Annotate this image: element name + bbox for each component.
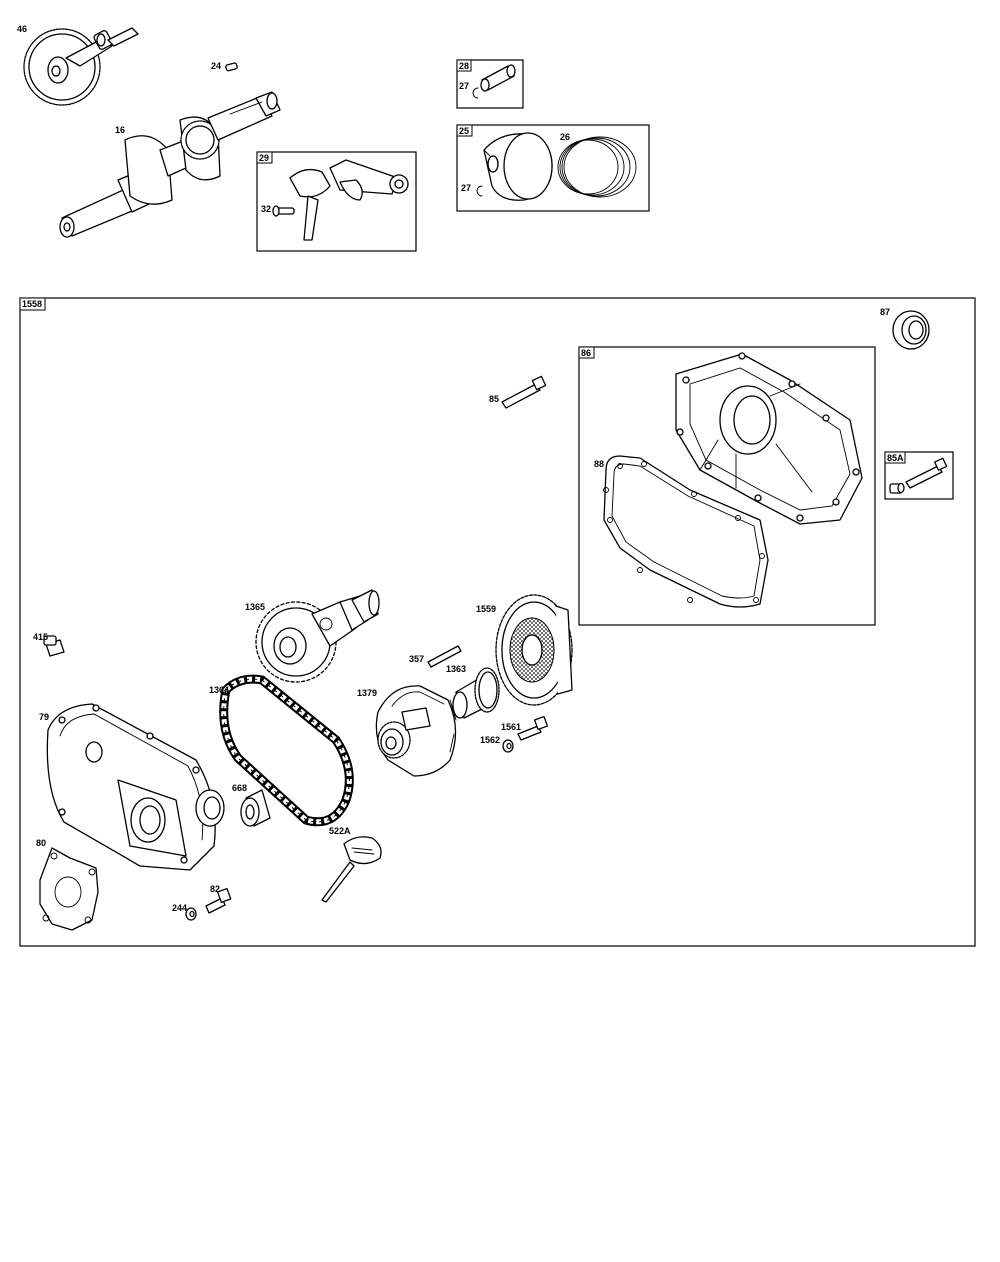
part-86-housing-cover[interactable] (675, 352, 863, 525)
callout-1561: 1561 (501, 722, 521, 732)
callout-87: 87 (880, 307, 890, 317)
part-1365-sprocket-shaft[interactable] (255, 589, 380, 683)
callout-668: 668 (232, 783, 247, 793)
callout-1559: 1559 (476, 604, 496, 614)
box-85A-tag (884, 451, 906, 464)
part-27-retainer-a[interactable] (472, 87, 479, 99)
part-79-gear-case[interactable] (46, 703, 225, 871)
callout-46: 46 (17, 24, 27, 34)
callout-25: 25 (459, 126, 469, 136)
part-26-piston-rings[interactable] (557, 136, 637, 198)
box-25 (456, 124, 650, 212)
callout-522A: 522A (329, 826, 351, 836)
callout-79: 79 (39, 712, 49, 722)
part-25-piston[interactable] (483, 132, 553, 201)
callout-85A: 85A (887, 453, 904, 463)
part-28-piston-pin[interactable] (480, 64, 516, 92)
callout-27a: 27 (459, 81, 469, 91)
callout-85: 85 (489, 394, 499, 404)
part-88-gasket[interactable] (603, 455, 769, 608)
box-29 (256, 151, 417, 252)
part-1379-clutch-housing[interactable] (375, 685, 457, 777)
callout-24: 24 (211, 61, 221, 71)
part-46-cam-gear[interactable] (23, 27, 139, 106)
box-1558-tag (19, 297, 46, 311)
box-86-tag (578, 346, 595, 359)
part-27-retainer-b[interactable] (476, 185, 483, 197)
part-668-bushing[interactable] (240, 789, 271, 827)
callout-1364: 1364 (209, 685, 229, 695)
callout-16: 16 (115, 125, 125, 135)
callout-357: 357 (409, 654, 424, 664)
box-25-tag (456, 124, 473, 137)
part-1562-washer[interactable] (502, 739, 514, 753)
callout-415: 415 (33, 632, 48, 642)
box-29-tag (256, 151, 273, 164)
part-522A-dipstick[interactable] (321, 836, 382, 903)
callout-27b: 27 (461, 183, 471, 193)
part-82-bolt[interactable] (205, 887, 232, 914)
part-85-bolt[interactable] (501, 375, 547, 409)
part-244-washer[interactable] (185, 907, 197, 921)
part-87-oil-seal[interactable] (892, 310, 930, 350)
part-1559-clutch-plate[interactable] (495, 594, 573, 706)
callout-28: 28 (459, 61, 469, 71)
callout-1558: 1558 (22, 299, 42, 309)
part-85A-bolt-kit[interactable] (889, 457, 948, 494)
part-1363-gear-sleeve[interactable] (452, 667, 500, 719)
part-16-crankshaft[interactable] (59, 91, 281, 238)
callout-82: 82 (210, 884, 220, 894)
callout-29: 29 (259, 153, 269, 163)
callout-80: 80 (36, 838, 46, 848)
box-85A (884, 451, 954, 500)
part-1561-bolt[interactable] (517, 715, 549, 741)
callout-26: 26 (560, 132, 570, 142)
part-1364-chain[interactable] (219, 674, 354, 827)
callout-88: 88 (594, 459, 604, 469)
box-1558 (19, 297, 976, 947)
callout-1363: 1363 (446, 664, 466, 674)
part-32-rod-bolt[interactable] (272, 205, 295, 217)
part-357-pin[interactable] (427, 645, 462, 668)
part-415-plug[interactable] (43, 635, 65, 657)
part-24-key[interactable] (225, 62, 238, 72)
callout-244: 244 (172, 903, 187, 913)
box-28 (456, 59, 524, 109)
box-28-tag (456, 59, 472, 72)
callout-86: 86 (581, 348, 591, 358)
part-29-connecting-rod[interactable] (289, 159, 409, 241)
callout-32: 32 (261, 204, 271, 214)
box-86 (578, 346, 876, 626)
part-80-gasket[interactable] (39, 847, 99, 931)
callout-1562: 1562 (480, 735, 500, 745)
callout-1379: 1379 (357, 688, 377, 698)
callout-1365: 1365 (245, 602, 265, 612)
